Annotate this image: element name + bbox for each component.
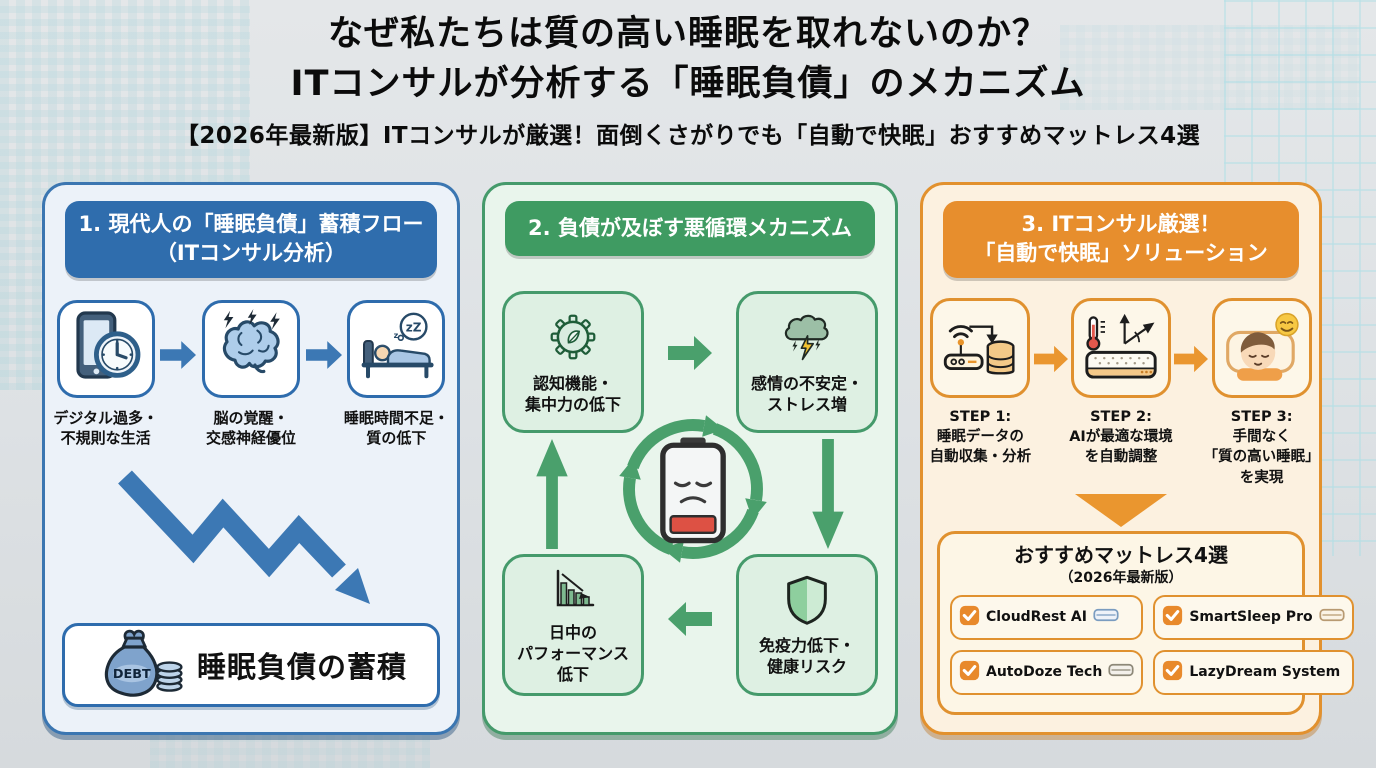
mattress-mini-icon xyxy=(1093,607,1119,627)
flow-step-label: 脳の覚醒・ 交感神経優位 xyxy=(205,408,296,448)
mattress-recommendation-box: おすすめマットレス4選 （2026年最新版） CloudRest AI xyxy=(937,530,1354,715)
flow-steps-row: デジタル過多・ 不規則な生活 xyxy=(45,299,457,449)
mattress-item-smartsleep: SmartSleep Pro xyxy=(1153,594,1354,640)
panel-sleep-debt-flow: 1. 現代人の「睡眠負債」蓄積フロー （ITコンサル分析） デジタル過 xyxy=(42,182,460,735)
declining-zigzag-arrow-icon xyxy=(118,470,370,605)
mattress-name: AutoDoze Tech xyxy=(986,664,1103,681)
mattress-item-cloudrest: CloudRest AI xyxy=(950,594,1144,640)
flow-step-label: デジタル過多・ 不規則な生活 xyxy=(53,408,159,448)
mattress-mini-icon xyxy=(1319,607,1345,627)
recommendation-subtitle: （2026年最新版） xyxy=(1059,569,1183,586)
panel-auto-sleep-solution: 3. ITコンサル厳選！ 「自動で快眠」ソリューション xyxy=(920,182,1354,735)
cycle-node-cognitive-decline: 認知機能・ 集中力の低下 xyxy=(502,291,644,433)
arrow-right-icon xyxy=(305,338,342,449)
flow-step-sleep-shortage: zZ z 睡眠時間不足・ 質の低下 xyxy=(342,299,451,449)
checkbox-checked-icon xyxy=(1162,660,1183,685)
restful-sleeper-icon xyxy=(1211,297,1312,398)
cycle-arrow-up-icon xyxy=(533,439,571,553)
solution-step-auto-adjust: STEP 2: AIが最適な環境 を自動調整 xyxy=(1068,297,1175,488)
mattress-name: CloudRest AI xyxy=(986,609,1087,626)
background-pixel-decoration xyxy=(1060,25,1360,110)
shield-icon xyxy=(780,573,834,631)
svg-text:zZ: zZ xyxy=(406,320,422,334)
recommendation-grid: CloudRest AI SmartSleep Pro xyxy=(940,587,1354,695)
cycle-node-immunity-decline: 免疫力低下・ 健康リスク xyxy=(736,554,878,696)
solution-step-data-collection: STEP 1: 睡眠データの 自動収集・分析 xyxy=(927,297,1034,488)
mattress-name: LazyDream System xyxy=(1189,664,1341,681)
cycle-node-label: 免疫力低下・ 健康リスク xyxy=(758,635,855,676)
cycle-node-label: 日中の パフォーマンス 低下 xyxy=(517,623,629,684)
panel-solution-title: 3. ITコンサル厳選！ 「自動で快眠」ソリューション xyxy=(943,201,1299,278)
arrow-right-icon xyxy=(1033,342,1068,488)
declining-chart-icon xyxy=(548,564,598,618)
smartphone-clock-icon xyxy=(56,299,155,398)
cycle-arrow-right-icon xyxy=(651,333,729,377)
sleeping-in-bed-icon: zZ z xyxy=(347,299,446,398)
sleep-debt-result-box: DEBT 睡眠負債の蓄積 xyxy=(62,623,440,708)
page-subtitle: 【2026年最新版】ITコンサルが厳選！面倒くさがりでも「自動で快眠」おすすめマ… xyxy=(175,123,1201,150)
low-battery-sad-icon xyxy=(657,435,729,549)
arrow-down-triangle-icon xyxy=(1075,493,1167,527)
solution-steps-row: STEP 1: 睡眠データの 自動収集・分析 xyxy=(923,297,1320,488)
arrow-right-icon xyxy=(1174,342,1209,488)
page-title-line-1: なぜ私たちは質の高い睡眠を取れないのか？ xyxy=(327,14,1048,54)
cycle-arrow-left-icon xyxy=(651,599,729,643)
checkbox-checked-icon xyxy=(1162,605,1183,630)
arrow-right-icon xyxy=(160,338,197,449)
page-title: なぜ私たちは質の高い睡眠を取れないのか？ ITコンサルが分析する「睡眠負債」のメ… xyxy=(0,10,1376,109)
debt-bag-text: DEBT xyxy=(113,667,151,682)
cycle-node-daytime-performance: 日中の パフォーマンス 低下 xyxy=(502,554,644,696)
brain-awake-icon xyxy=(201,299,300,398)
cycle-arrow-down-icon xyxy=(809,439,847,553)
panel-cycle-title: 2. 負債が及ぼす悪循環メカニズム xyxy=(505,201,875,257)
checkbox-checked-icon xyxy=(959,605,980,630)
sleep-data-router-icon xyxy=(930,297,1031,398)
cycle-node-label: 感情の不安定・ ストレス増 xyxy=(750,373,863,414)
solution-step-label: STEP 3: 手間なく 「質の高い睡眠」 を実現 xyxy=(1203,408,1320,486)
flow-step-digital-overload: デジタル過多・ 不規則な生活 xyxy=(51,299,160,449)
gear-icon xyxy=(545,309,601,369)
sleep-debt-result-label: 睡眠負債の蓄積 xyxy=(196,650,407,685)
checkbox-checked-icon xyxy=(959,660,980,685)
svg-text:z: z xyxy=(394,331,399,340)
solution-step-quality-sleep: STEP 3: 手間なく 「質の高い睡眠」 を実現 xyxy=(1204,297,1320,488)
mattress-item-lazydream: LazyDream System xyxy=(1153,649,1354,695)
recommendation-title: おすすめマットレス4選 xyxy=(1014,542,1228,567)
page-title-line-2: ITコンサルが分析する「睡眠負債」のメカニズム xyxy=(290,63,1086,104)
solution-step-label: STEP 2: AIが最適な環境 を自動調整 xyxy=(1069,408,1173,466)
smart-mattress-icon xyxy=(1071,297,1171,398)
cycle-node-emotional-instability: 感情の不安定・ ストレス増 xyxy=(736,291,878,433)
mattress-mini-icon xyxy=(1108,662,1134,682)
flow-step-brain-arousal: 脳の覚醒・ 交感神経優位 xyxy=(196,299,305,449)
storm-cloud-icon xyxy=(778,309,836,369)
flow-step-label: 睡眠時間不足・ 質の低下 xyxy=(343,408,449,448)
page-header: なぜ私たちは質の高い睡眠を取れないのか？ ITコンサルが分析する「睡眠負債」のメ… xyxy=(0,10,1376,150)
cycle-node-label: 認知機能・ 集中力の低下 xyxy=(524,373,621,414)
solution-step-label: STEP 1: 睡眠データの 自動収集・分析 xyxy=(929,408,1032,466)
mattress-item-autodoze: AutoDoze Tech xyxy=(950,649,1144,695)
panel-flow-title: 1. 現代人の「睡眠負債」蓄積フロー （ITコンサル分析） xyxy=(65,201,437,278)
debt-moneybag-icon: DEBT xyxy=(95,627,187,703)
panel-vicious-cycle: 2. 負債が及ぼす悪循環メカニズム xyxy=(482,182,898,735)
mattress-name: SmartSleep Pro xyxy=(1189,609,1313,626)
